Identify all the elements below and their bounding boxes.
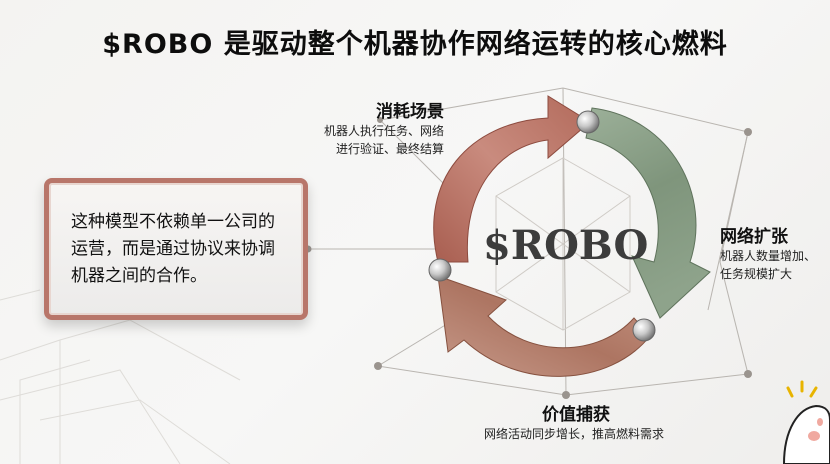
stage-consume-title: 消耗场景 <box>376 102 444 122</box>
stage-capture-desc-line1: 网络活动同步增长，推高燃料需求 <box>483 427 664 441</box>
stage-expand-title: 网络扩张 <box>720 227 788 247</box>
joint-ball-left <box>428 258 452 282</box>
center-token-label: $ROBO <box>483 222 649 269</box>
stage-consume-desc-line2: 进行验证、最终结算 <box>335 142 444 156</box>
blueprint-lines <box>0 289 241 464</box>
consume-arrow <box>433 95 591 263</box>
stage-expand-desc-line1: 机器人数量增加、 <box>720 249 817 263</box>
stage-expand: 网络扩张 机器人数量增加、 任务规模扩大 <box>720 222 816 283</box>
stage-capture: 价值捕获 网络活动同步增长，推高燃料需求 <box>484 400 666 443</box>
stage-expand-desc-line2: 任务规模扩大 <box>720 267 793 281</box>
capture-arrow <box>437 275 651 377</box>
stage-consume-desc-line1: 机器人执行任务、网络 <box>323 124 444 138</box>
network-lines <box>308 87 749 396</box>
stage-capture-title: 价值捕获 <box>542 405 610 425</box>
stage-consume: 消耗场景 机器人执行任务、网络 进行验证、最终结算 <box>324 97 444 158</box>
diagram-title: $ROBO 是驱动整个机器协作网络运转的核心燃料 <box>102 29 728 60</box>
note-text: 这种模型不依赖单一公司的运营，而是通过协议来协调机器之间的合作。 <box>71 212 275 286</box>
center-hexagon <box>495 157 631 331</box>
expand-arrow <box>585 107 711 319</box>
note-card: 这种模型不依赖单一公司的运营，而是通过协议来协调机器之间的合作。 <box>44 178 308 320</box>
joint-ball-right <box>632 318 656 342</box>
paw-sticker-icon <box>782 380 830 464</box>
joint-ball-top <box>576 110 600 134</box>
